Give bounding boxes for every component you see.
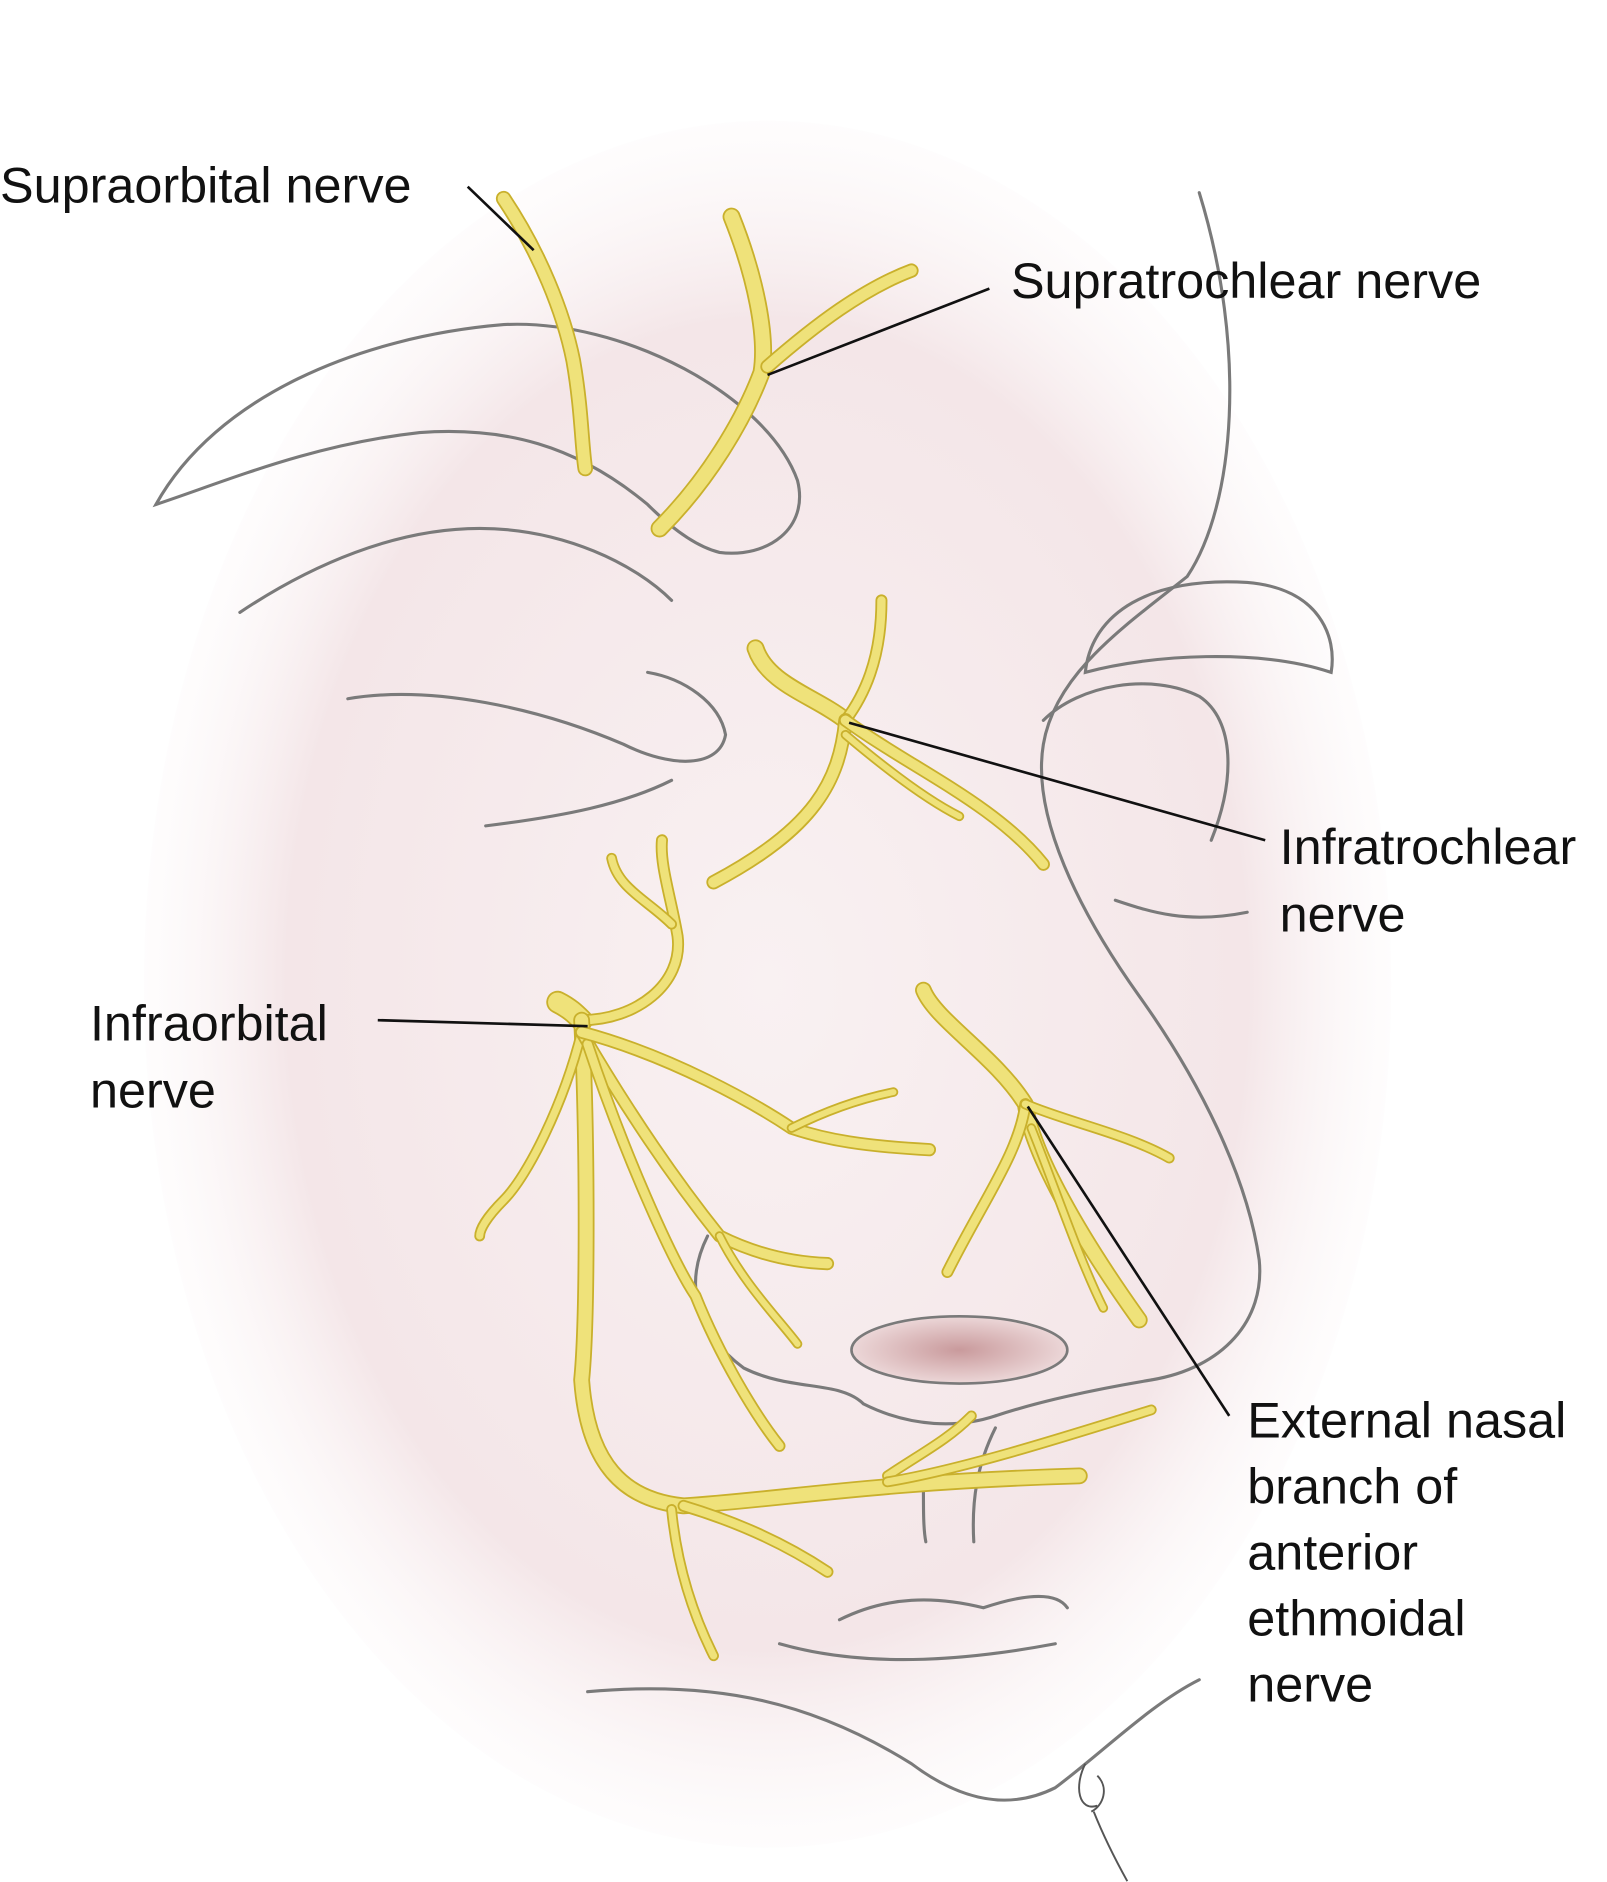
infraorbital-branch <box>882 1410 977 1482</box>
supratrochlear-branch <box>760 263 919 374</box>
infraorbital-branch <box>581 1038 786 1452</box>
face-outline <box>152 191 1334 1802</box>
label-infraorbital-line2: nerve <box>90 1062 216 1119</box>
infratrochlear-branch <box>706 713 853 890</box>
label-supraorbital-nerve: Supraorbital nerve <box>0 156 412 213</box>
label-infraorbital-line1: Infraorbital <box>90 995 328 1052</box>
nostril <box>850 1315 1069 1385</box>
infraorbital-branch <box>575 1025 937 1157</box>
label-external-nasal-line4: ethmoidal <box>1247 1589 1465 1646</box>
infraorbital-branch <box>606 852 677 930</box>
infraorbital-branch <box>474 1026 588 1242</box>
infraorbital-branch <box>714 1231 803 1349</box>
supratrochlear-nerve <box>650 207 773 538</box>
infraorbital-branch <box>575 1025 835 1271</box>
skin-shading <box>143 120 1392 1848</box>
infraorbital-branch <box>786 1087 899 1133</box>
nerves <box>474 190 1175 1662</box>
label-supratrochlear-nerve: Supratrochlear nerve <box>1011 252 1481 309</box>
leader-lines <box>377 185 1266 1417</box>
supraorbital-nerve <box>495 190 594 477</box>
infratrochlear-nerve <box>746 639 855 730</box>
label-infratrochlear-line2: nerve <box>1280 885 1406 942</box>
external-nasal-branch <box>1019 1098 1175 1164</box>
infraorbital-branch <box>666 1504 719 1662</box>
infratrochlear-branch <box>840 729 965 822</box>
infraorbital-branch <box>677 1499 834 1578</box>
label-infratrochlear-line1: Infratrochlear <box>1280 818 1577 875</box>
infratrochlear-branch <box>838 713 1050 871</box>
label-external-nasal-line2: branch of <box>1247 1457 1458 1514</box>
infraorbital-trunk <box>573 1011 1088 1515</box>
infratrochlear-branch <box>839 594 888 727</box>
external-nasal-branch <box>941 1098 1032 1278</box>
artist-signature <box>1078 1763 1129 1882</box>
infraorbital-branch <box>575 834 685 1027</box>
label-external-nasal-line1: External nasal <box>1247 1391 1566 1448</box>
external-nasal-branch <box>1026 1123 1109 1313</box>
infraorbital-branch <box>882 1404 1157 1488</box>
label-external-nasal-line3: anterior <box>1247 1523 1418 1580</box>
label-external-nasal-line5: nerve <box>1247 1655 1373 1712</box>
